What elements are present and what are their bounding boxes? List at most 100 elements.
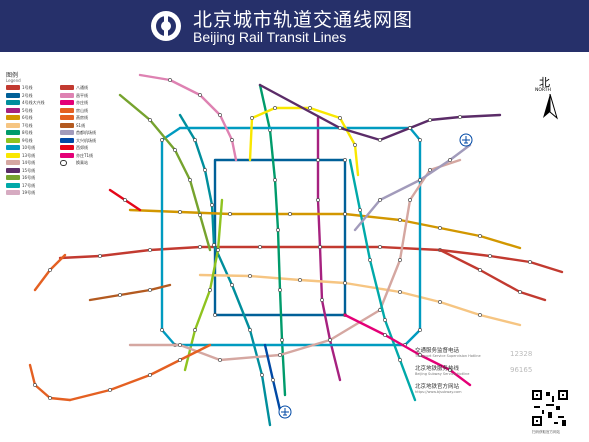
station-marker[interactable]: [193, 328, 197, 332]
station-marker[interactable]: [260, 373, 264, 377]
station-marker[interactable]: [438, 226, 442, 230]
station-marker[interactable]: [383, 318, 387, 322]
station-marker[interactable]: [298, 278, 302, 282]
station-marker[interactable]: [478, 313, 482, 317]
station-marker[interactable]: [378, 198, 382, 202]
station-marker[interactable]: [448, 158, 452, 162]
station-marker[interactable]: [280, 338, 284, 342]
station-marker[interactable]: [248, 328, 252, 332]
station-marker[interactable]: [48, 268, 52, 272]
station-marker[interactable]: [418, 178, 422, 182]
station-marker[interactable]: [273, 178, 277, 182]
rail-map[interactable]: [0, 52, 589, 442]
station-marker[interactable]: [418, 138, 422, 142]
station-marker[interactable]: [250, 116, 254, 120]
station-marker[interactable]: [276, 228, 280, 232]
station-marker[interactable]: [343, 212, 347, 216]
station-marker[interactable]: [398, 358, 402, 362]
station-marker[interactable]: [148, 118, 152, 122]
station-marker[interactable]: [428, 168, 432, 172]
station-marker[interactable]: [358, 208, 362, 212]
station-marker[interactable]: [248, 274, 252, 278]
station-marker[interactable]: [418, 353, 422, 357]
station-marker[interactable]: [118, 293, 122, 297]
station-marker[interactable]: [203, 168, 207, 172]
station-marker[interactable]: [438, 300, 442, 304]
station-marker[interactable]: [378, 138, 382, 142]
line-yanfang[interactable]: [28, 363, 72, 402]
station-marker[interactable]: [428, 118, 432, 122]
station-marker[interactable]: [418, 328, 422, 332]
station-marker[interactable]: [308, 106, 312, 110]
station-marker[interactable]: [271, 378, 275, 382]
station-marker[interactable]: [316, 158, 320, 162]
station-marker[interactable]: [518, 290, 522, 294]
station-marker[interactable]: [488, 254, 492, 258]
station-marker[interactable]: [48, 396, 52, 400]
station-marker[interactable]: [198, 93, 202, 97]
station-marker[interactable]: [288, 212, 292, 216]
station-marker[interactable]: [258, 245, 262, 249]
station-marker[interactable]: [328, 338, 332, 342]
station-marker[interactable]: [528, 260, 532, 264]
station-marker[interactable]: [343, 158, 347, 162]
line-batong[interactable]: [438, 248, 547, 302]
line-changping[interactable]: [138, 73, 238, 162]
station-marker[interactable]: [278, 353, 282, 357]
station-marker[interactable]: [198, 245, 202, 249]
station-marker[interactable]: [368, 258, 372, 262]
station-marker[interactable]: [338, 116, 342, 120]
station-marker[interactable]: [228, 212, 232, 216]
station-marker[interactable]: [458, 115, 462, 119]
station-marker[interactable]: [108, 388, 112, 392]
line-6[interactable]: [128, 208, 522, 250]
station-marker[interactable]: [478, 268, 482, 272]
station-marker[interactable]: [448, 368, 452, 372]
station-marker[interactable]: [213, 313, 217, 317]
station-marker[interactable]: [212, 243, 216, 247]
station-marker[interactable]: [383, 333, 387, 337]
station-marker[interactable]: [478, 234, 482, 238]
station-marker[interactable]: [273, 106, 277, 110]
station-marker[interactable]: [216, 248, 220, 252]
station-marker[interactable]: [218, 113, 222, 117]
line-4[interactable]: [178, 113, 272, 427]
station-marker[interactable]: [148, 373, 152, 377]
station-marker[interactable]: [178, 210, 182, 214]
station-marker[interactable]: [338, 126, 342, 130]
station-marker[interactable]: [178, 343, 182, 347]
station-marker[interactable]: [188, 178, 192, 182]
station-marker[interactable]: [173, 148, 177, 152]
station-marker[interactable]: [218, 358, 222, 362]
station-marker[interactable]: [208, 288, 212, 292]
station-marker[interactable]: [230, 283, 234, 287]
station-marker[interactable]: [123, 198, 127, 202]
station-marker[interactable]: [160, 328, 164, 332]
station-marker[interactable]: [193, 138, 197, 142]
station-marker[interactable]: [278, 288, 282, 292]
line-17[interactable]: [348, 158, 417, 402]
station-marker[interactable]: [148, 288, 152, 292]
station-marker[interactable]: [230, 138, 234, 142]
station-marker[interactable]: [33, 383, 37, 387]
station-marker[interactable]: [320, 298, 324, 302]
line-15[interactable]: [258, 83, 502, 142]
line-1[interactable]: [58, 245, 564, 274]
station-marker[interactable]: [408, 126, 412, 130]
website-url[interactable]: https://www.bjsubway.com: [415, 390, 462, 394]
station-marker[interactable]: [198, 213, 202, 217]
station-marker[interactable]: [318, 245, 322, 249]
qr-code-icon[interactable]: [530, 388, 570, 428]
station-marker[interactable]: [168, 78, 172, 82]
station-marker[interactable]: [148, 248, 152, 252]
station-marker[interactable]: [160, 138, 164, 142]
station-marker[interactable]: [408, 198, 412, 202]
line-s1[interactable]: [88, 283, 172, 302]
station-marker[interactable]: [353, 143, 357, 147]
line-14[interactable]: [128, 158, 462, 362]
station-marker[interactable]: [398, 290, 402, 294]
station-marker[interactable]: [316, 198, 320, 202]
station-marker[interactable]: [343, 281, 347, 285]
line-7[interactable]: [198, 273, 522, 327]
station-marker[interactable]: [398, 258, 402, 262]
